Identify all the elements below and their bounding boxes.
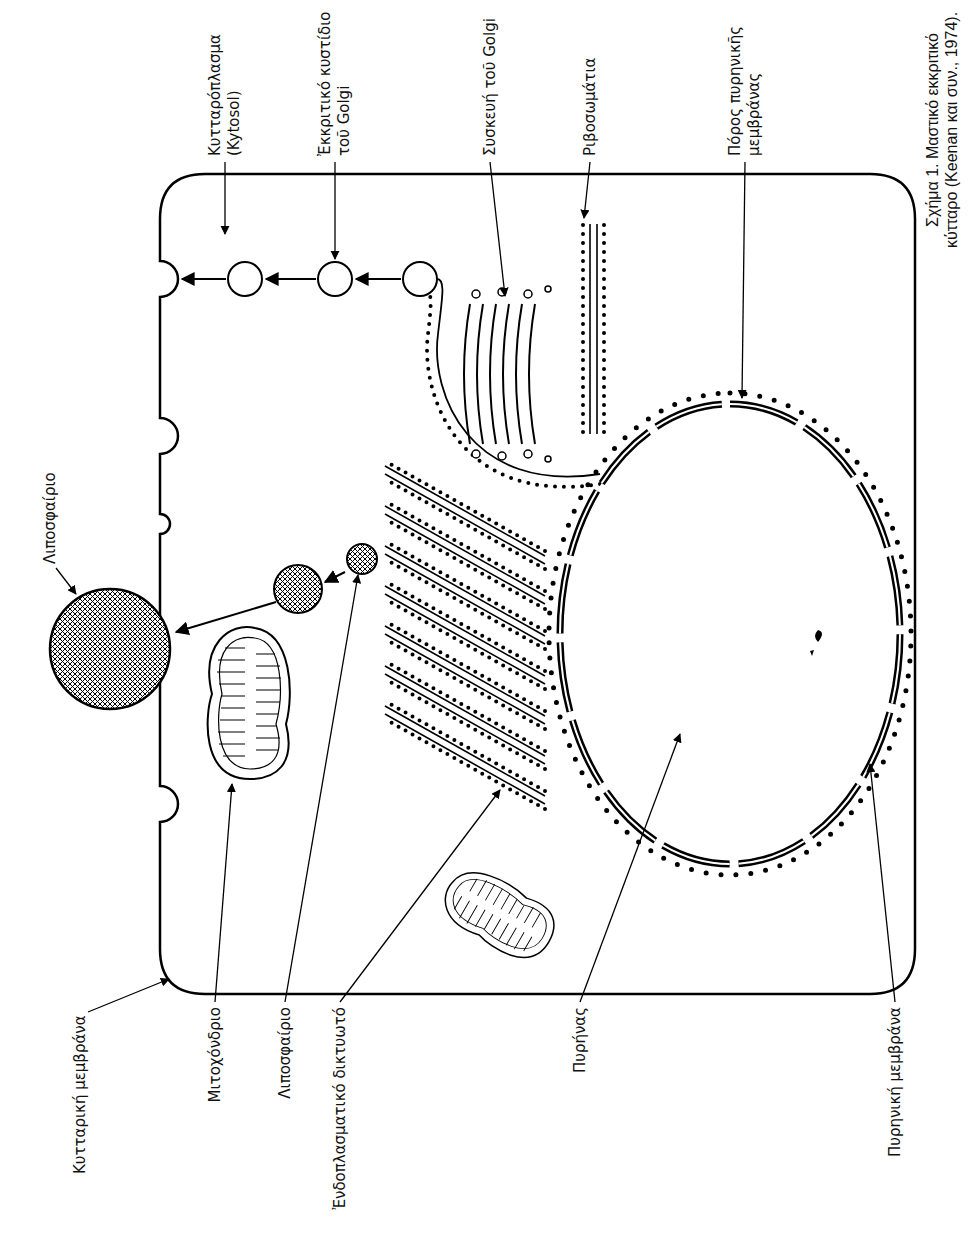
ribosome-label: Ριβοσωμάτια: [581, 8, 600, 156]
membrane-label: Κυτταρική μεμβράνα: [71, 1014, 90, 1174]
er-label: Ἐνδοπλασματικό δικτυωτό: [331, 1007, 350, 1229]
nuclear-membrane-label: Πυρηνική μεμβράνα: [886, 1007, 905, 1229]
pore-label: Πόρος πυρηνικῆς μεμβράνας: [726, 8, 764, 156]
lipid-label: Λιποσφαίριο: [41, 444, 60, 564]
figure-caption: Σχήμα 1. Μαστικό εκκριτικό κύτταρο (Keen…: [923, 4, 961, 256]
vesicle-label: Ἐκκριτικό κυστίδιο τοῦ Golgi: [316, 8, 354, 156]
cytosol-label: Κυτταρόπλασμα (Kytosol): [206, 8, 244, 156]
golgi-label: Συσκευή τοῦ Golgi: [481, 8, 500, 156]
mitochondrion-label: Μιτοχόνδριο: [206, 1007, 225, 1229]
lipid-label: Λιποσφαίριο: [276, 1007, 295, 1229]
nucleus-label: Πυρήνας: [571, 1007, 590, 1229]
